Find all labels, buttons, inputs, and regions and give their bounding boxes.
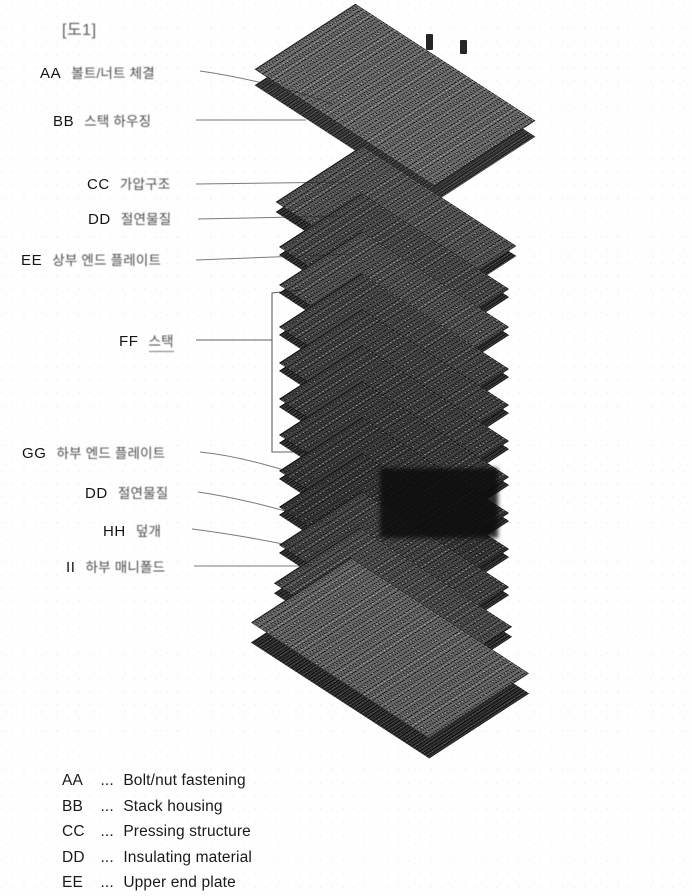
callout-code: BB [53,113,75,130]
callout-label-kr: 덮개 [135,524,162,539]
legend-code: EE [62,874,83,891]
bolt-fastener [460,40,467,54]
legend-row: CC ... Pressing structure [62,819,392,845]
callout-code: DD [88,211,111,228]
callout-ii: II 하부 매니폴드 [66,556,165,576]
callout-code: II [66,559,76,576]
callout-label-kr: 상부 엔드 플레이트 [52,253,162,268]
figure-title: [도1] [62,22,97,39]
legend-row: AA ... Bolt/nut fastening [62,768,392,794]
callout-cc: CC 가압구조 [87,173,170,193]
bolt-fastener [426,34,433,50]
callout-label-kr: 가압구조 [119,177,171,192]
callout-code: EE [21,252,43,269]
callout-label-kr: 하부 엔드 플레이트 [56,446,166,461]
callout-hh: HH 덮개 [103,520,161,540]
stack-center-shadow [380,468,498,538]
legend: AA ... Bolt/nut fastening BB ... Stack h… [62,768,392,896]
legend-separator: ... [100,797,114,815]
callout-code: GG [22,445,47,462]
callout-code: DD [85,485,108,502]
legend-separator: ... [100,874,114,891]
legend-separator: ... [100,772,114,789]
callout-dd-lower: DD 절연물질 [85,482,168,502]
callout-gg: GG 하부 엔드 플레이트 [22,442,165,462]
legend-separator: ... [100,848,114,866]
plate-lower-manifold [250,557,576,759]
legend-code: BB [62,797,83,815]
callout-label-kr: 절연물질 [120,212,172,227]
legend-text: Upper end plate [123,874,236,891]
legend-code: CC [62,823,85,840]
legend-code: AA [62,772,83,789]
legend-text: Insulating material [123,848,252,866]
legend-code: DD [62,848,85,866]
legend-row: DD ... Insulating material [62,845,392,871]
callout-label-kr: 스택 [148,330,174,352]
callout-bb: BB 스택 하우징 [53,110,151,130]
callout-dd-upper: DD 절연물질 [88,208,171,228]
legend-text: Stack housing [123,797,223,815]
callout-label-kr: 하부 매니폴드 [85,560,166,575]
exploded-stack-diagram [250,3,652,759]
callout-code: CC [87,176,110,193]
plate-stack-housing [254,3,570,203]
callout-label-kr: 절연물질 [117,486,169,501]
callout-code: FF [119,333,139,350]
legend-text: Bolt/nut fastening [123,772,246,789]
callout-label-kr: 스택 하우징 [84,114,152,129]
legend-row: BB ... Stack housing [62,794,392,820]
callout-ee: EE 상부 엔드 플레이트 [21,249,161,269]
callout-ff: FF 스택 [119,330,174,352]
plate-upper-end-plate [278,231,558,389]
callout-code: AA [40,65,62,82]
legend-text: Pressing structure [123,823,251,840]
callout-aa: AA 볼트/너트 체결 [40,62,155,82]
legend-separator: ... [100,823,114,840]
legend-row: EE ... Upper end plate [62,870,392,896]
callout-code: HH [103,523,126,540]
callout-label-kr: 볼트/너트 체결 [71,66,155,81]
